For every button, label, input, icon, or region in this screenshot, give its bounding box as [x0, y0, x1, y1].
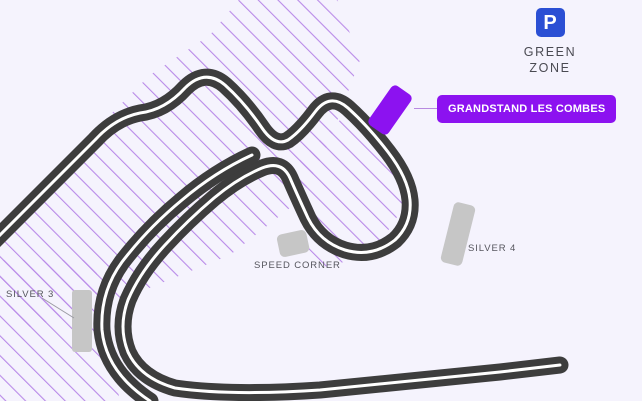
green-zone-label-line1: GREEN	[523, 45, 577, 59]
grandstand-block-les-combes[interactable]	[366, 83, 413, 136]
zone-label-silver-3[interactable]: SILVER 3	[6, 289, 55, 300]
silver-3-leader-line	[41, 297, 75, 319]
grandstand-block-silver-4[interactable]	[440, 201, 476, 266]
parking-letter: P	[543, 11, 557, 34]
grandstand-block-silver-3[interactable]	[72, 290, 92, 352]
track-centerline	[0, 75, 562, 395]
grandstand-block-speed-corner[interactable]	[276, 229, 310, 258]
parking-icon[interactable]: P	[535, 8, 565, 37]
track-centerline-return	[100, 153, 254, 401]
zone-label-speed-corner[interactable]: SPEED CORNER	[254, 260, 341, 271]
zone-label-silver-4[interactable]: SILVER 4	[468, 243, 517, 254]
green-zone-marker[interactable]: P GREEN ZONE	[510, 8, 590, 76]
green-zone-label: GREEN ZONE	[524, 44, 576, 76]
green-zone-label-line2: ZONE	[529, 61, 571, 75]
grandstand-callout-badge[interactable]: GRANDSTAND LES COMBES	[437, 95, 617, 123]
grandstand-leader-line	[414, 108, 438, 109]
